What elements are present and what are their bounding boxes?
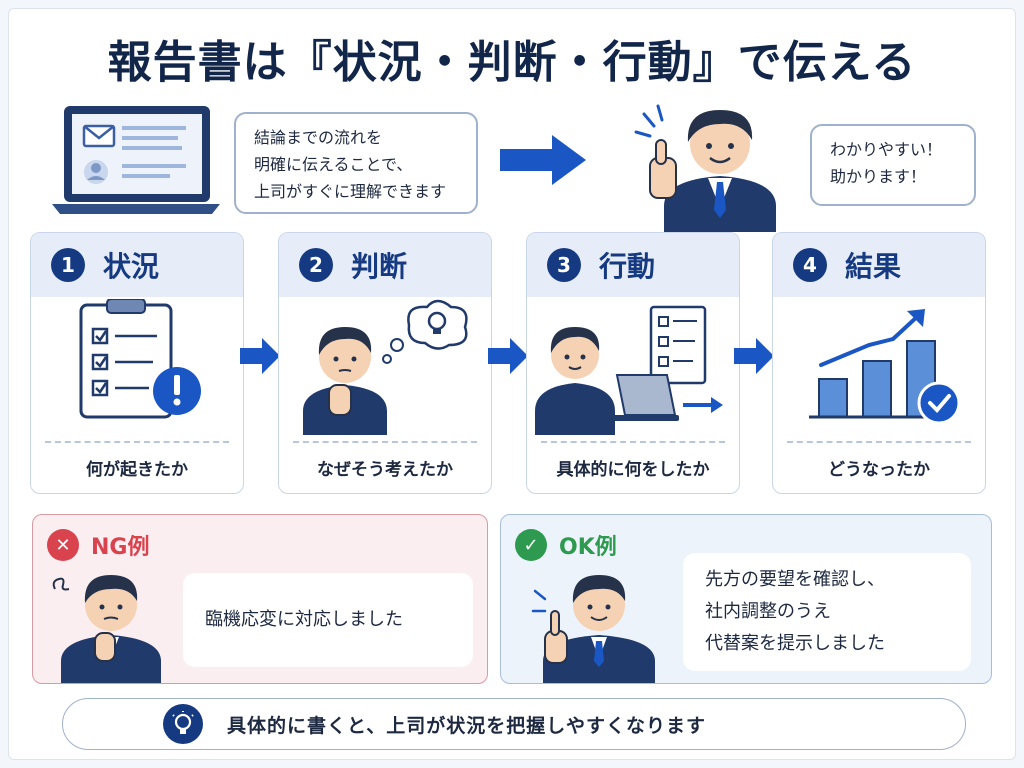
page-title: 報告書は『状況・判断・行動』で伝える <box>107 37 917 88</box>
step-arrow-icon <box>240 338 280 374</box>
step-header: 1 状況 <box>31 233 243 297</box>
ok-line: 代替案を提示しました <box>705 633 885 654</box>
step-number: 1 <box>51 248 85 282</box>
step-title: 状況 <box>103 250 160 283</box>
step-number: 3 <box>547 248 581 282</box>
ng-header: ✕ NG例 <box>47 529 149 561</box>
check-icon: ✓ <box>515 529 547 561</box>
boss-line: 助かります！ <box>830 167 927 186</box>
close-icon: ✕ <box>47 529 79 561</box>
step-number: 4 <box>793 248 827 282</box>
ok-header: ✓ OK例 <box>515 529 617 561</box>
laptop-email-icon <box>52 106 220 214</box>
step-caption: 何が起きたか <box>86 460 188 480</box>
worried-person-icon <box>52 575 161 683</box>
ng-bubble: 臨機応変に対応しました <box>183 573 473 667</box>
thinking-person-icon <box>303 299 468 435</box>
clipboard-checklist-icon <box>79 299 201 419</box>
thumbs-up-person-icon <box>634 104 776 232</box>
rising-bar-chart-icon <box>809 309 961 425</box>
lightbulb-icon <box>163 704 203 744</box>
step-divider <box>787 441 971 443</box>
ng-example-panel: ✕ NG例 臨機応変に対応しました <box>32 514 488 684</box>
ok-line: 社内調整のうえ <box>705 601 831 622</box>
step-divider <box>45 441 229 443</box>
step-card-judgment: 2 判断 なぜそう考えたか <box>278 232 492 494</box>
step-arrow-icon <box>488 338 528 374</box>
explanation-bubble: 結論までの流れを 明確に伝えることで、 上司がすぐに理解できます <box>234 112 478 214</box>
tip-text: 具体的に書くと、上司が状況を把握しやすくなります <box>227 714 707 737</box>
step-divider <box>293 441 477 443</box>
ok-bubble: 先方の要望を確認し、 社内調整のうえ 代替案を提示しました <box>683 553 971 671</box>
step-card-action: 3 行動 具体的に何をしたか <box>526 232 740 494</box>
step-card-result: 4 結果 どうなったか <box>772 232 986 494</box>
step-header: 3 行動 <box>527 233 739 297</box>
person-laptop-icon <box>535 305 723 435</box>
ng-line: 臨機応変に対応しました <box>205 609 403 630</box>
step-header: 2 判断 <box>279 233 491 297</box>
ng-label: NG例 <box>91 535 150 560</box>
bubble-line: 明確に伝えることで、 <box>254 155 413 174</box>
step-arrow-icon <box>734 338 774 374</box>
step-caption: どうなったか <box>828 460 930 480</box>
step-title: 結果 <box>845 250 902 283</box>
boss-bubble: わかりやすい！ 助かります！ <box>810 124 976 206</box>
step-caption: なぜそう考えたか <box>317 460 453 480</box>
step-caption: 具体的に何をしたか <box>556 460 710 480</box>
step-number: 2 <box>299 248 333 282</box>
ok-example-panel: ✓ OK例 先方の要望を確認し、 社内調整のうえ 代替案を提示しました <box>500 514 992 684</box>
confident-person-icon <box>531 575 655 683</box>
bubble-line: 結論までの流れを <box>254 128 383 147</box>
right-arrow-icon <box>500 135 586 185</box>
step-divider <box>541 441 725 443</box>
step-card-situation: 1 状況 何が起きたか <box>30 232 244 494</box>
step-header: 4 結果 <box>773 233 985 297</box>
tip-banner: 具体的に書くと、上司が状況を把握しやすくなります <box>62 698 966 750</box>
step-title: 行動 <box>599 250 656 283</box>
step-title: 判断 <box>351 250 408 283</box>
ok-line: 先方の要望を確認し、 <box>705 569 885 590</box>
bubble-line: 上司がすぐに理解できます <box>254 182 447 201</box>
ok-label: OK例 <box>559 535 617 560</box>
boss-line: わかりやすい！ <box>830 140 943 159</box>
